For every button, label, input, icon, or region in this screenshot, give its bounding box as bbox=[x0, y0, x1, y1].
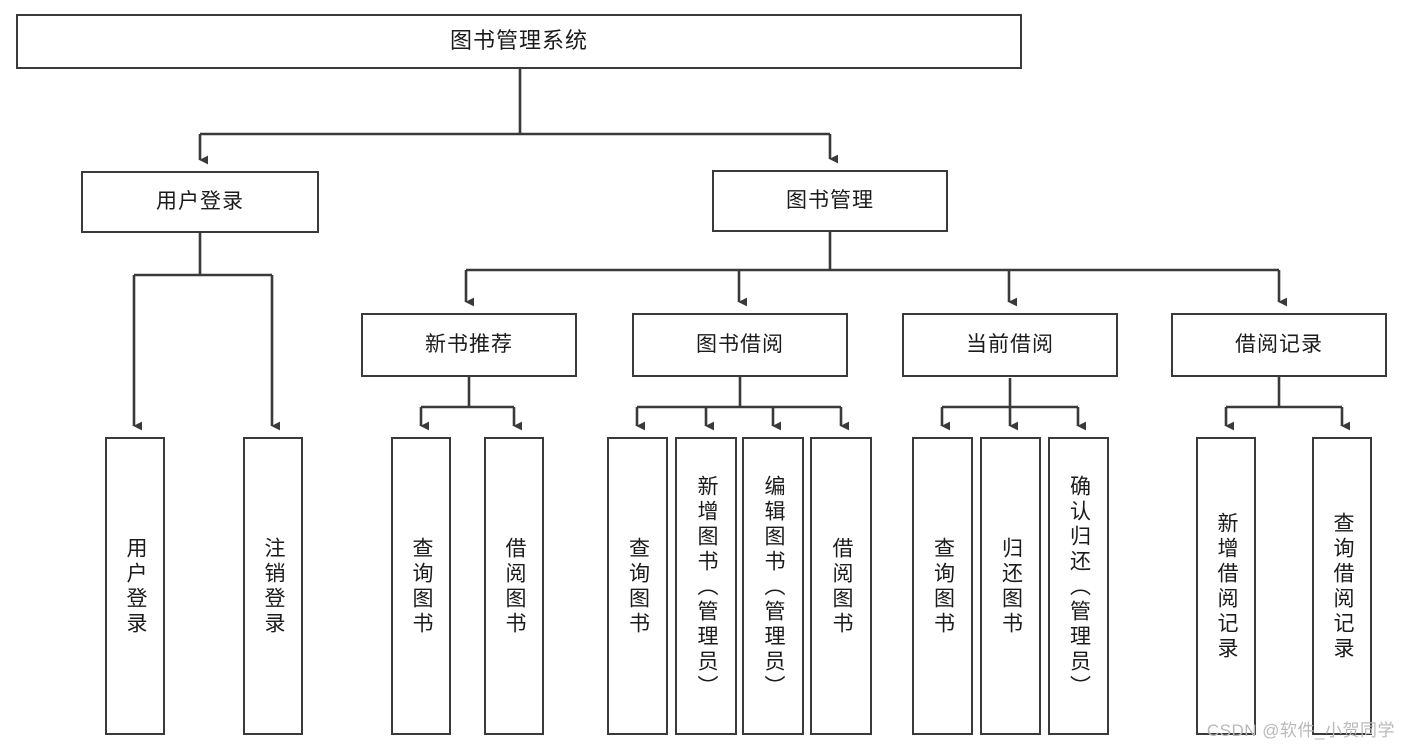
node-leaf-add-book-admin[interactable]: 新增图书（管理员） bbox=[675, 437, 737, 735]
node-leaf-borrow-book-2[interactable]: 借阅图书 bbox=[810, 437, 872, 735]
node-label: 归还图书 bbox=[999, 537, 1023, 637]
node-leaf-edit-book-admin[interactable]: 编辑图书（管理员） bbox=[742, 437, 804, 735]
node-label: 确认归还（管理员） bbox=[1067, 474, 1091, 700]
node-label: 用户登录 bbox=[156, 190, 244, 214]
node-new-book-recommend[interactable]: 新书推荐 bbox=[361, 313, 577, 377]
node-label: 新增图书（管理员） bbox=[695, 474, 719, 700]
node-label: 借阅记录 bbox=[1235, 333, 1323, 357]
node-label: 查询借阅记录 bbox=[1331, 512, 1355, 662]
node-label: 新书推荐 bbox=[425, 333, 513, 357]
node-label: 图书管理系统 bbox=[449, 28, 588, 54]
node-label: 查询图书 bbox=[626, 537, 650, 637]
node-label: 查询图书 bbox=[410, 537, 434, 637]
node-current-borrow[interactable]: 当前借阅 bbox=[902, 313, 1118, 377]
node-leaf-add-borrow-record[interactable]: 新增借阅记录 bbox=[1196, 437, 1256, 735]
node-label: 当前借阅 bbox=[966, 333, 1054, 357]
node-label: 查询图书 bbox=[931, 537, 955, 637]
node-leaf-return-book[interactable]: 归还图书 bbox=[980, 437, 1041, 735]
node-leaf-user-login[interactable]: 用户登录 bbox=[105, 437, 165, 735]
node-label: 借阅图书 bbox=[830, 537, 854, 637]
node-leaf-confirm-return-admin[interactable]: 确认归还（管理员） bbox=[1048, 437, 1109, 735]
node-root-system[interactable]: 图书管理系统 bbox=[16, 14, 1022, 69]
node-leaf-query-book-1[interactable]: 查询图书 bbox=[391, 437, 451, 735]
node-label: 用户登录 bbox=[124, 537, 148, 637]
node-leaf-logout[interactable]: 注销登录 bbox=[243, 437, 303, 735]
node-label: 图书借阅 bbox=[696, 333, 784, 357]
node-leaf-query-borrow-record[interactable]: 查询借阅记录 bbox=[1312, 437, 1372, 735]
node-book-borrow[interactable]: 图书借阅 bbox=[632, 313, 848, 377]
node-user-login[interactable]: 用户登录 bbox=[81, 171, 319, 233]
node-label: 借阅图书 bbox=[503, 537, 527, 637]
node-leaf-borrow-book-1[interactable]: 借阅图书 bbox=[484, 437, 544, 735]
node-borrow-record[interactable]: 借阅记录 bbox=[1171, 313, 1387, 377]
node-leaf-query-book-3[interactable]: 查询图书 bbox=[912, 437, 973, 735]
node-label: 新增借阅记录 bbox=[1215, 512, 1239, 662]
node-book-manage[interactable]: 图书管理 bbox=[712, 170, 948, 232]
node-label: 编辑图书（管理员） bbox=[762, 474, 786, 700]
node-leaf-query-book-2[interactable]: 查询图书 bbox=[607, 437, 668, 735]
node-label: 注销登录 bbox=[262, 537, 286, 637]
csdn-watermark: CSDN @软件_小贺同学 bbox=[1206, 721, 1395, 740]
node-label: 图书管理 bbox=[786, 189, 874, 213]
